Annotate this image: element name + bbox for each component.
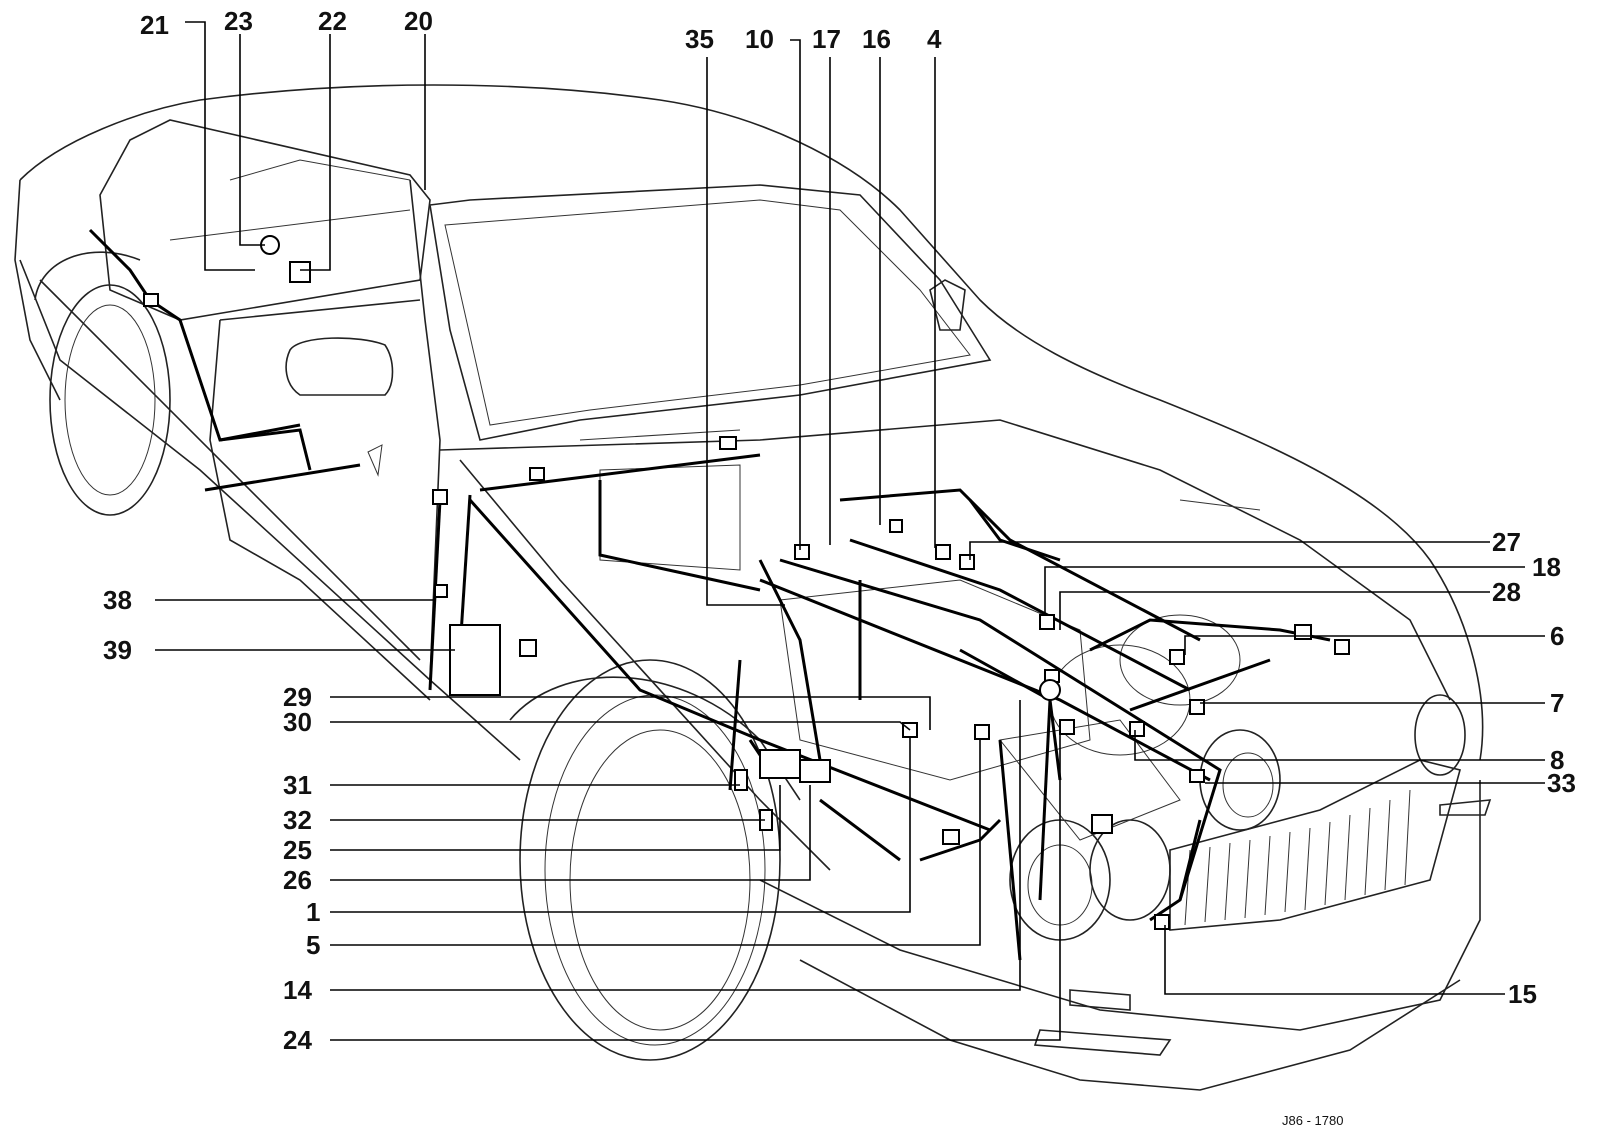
callout-31: 31 (283, 770, 312, 800)
callout-7: 7 (1550, 688, 1564, 718)
callout-10: 10 (745, 24, 774, 54)
wiring-harnesses (88, 228, 1331, 961)
callout-28: 28 (1492, 577, 1521, 607)
callout-14: 14 (283, 975, 312, 1005)
callout-23: 23 (224, 6, 253, 36)
callout-26: 26 (283, 865, 312, 895)
figure-reference: J86 - 1780 (1282, 1113, 1343, 1128)
callout-1: 1 (306, 897, 320, 927)
callout-24: 24 (283, 1025, 312, 1055)
callout-27: 27 (1492, 527, 1521, 557)
callout-labels: 21 23 22 20 35 10 17 16 4 27 18 28 6 7 8… (103, 6, 1576, 1055)
callout-5: 5 (306, 930, 320, 960)
callout-33: 33 (1547, 768, 1576, 798)
callout-16: 16 (862, 24, 891, 54)
callout-21: 21 (140, 10, 169, 40)
callout-39: 39 (103, 635, 132, 665)
grille-bars (1184, 789, 1411, 926)
callout-25: 25 (283, 835, 312, 865)
callout-4: 4 (927, 24, 942, 54)
callout-6: 6 (1550, 621, 1564, 651)
callout-32: 32 (283, 805, 312, 835)
callout-15: 15 (1508, 979, 1537, 1009)
callout-30: 30 (283, 707, 312, 737)
callout-20: 20 (404, 6, 433, 36)
callout-17: 17 (812, 24, 841, 54)
callout-38: 38 (103, 585, 132, 615)
callout-22: 22 (318, 6, 347, 36)
connectors (143, 235, 1350, 930)
callout-29: 29 (283, 682, 312, 712)
callout-18: 18 (1532, 552, 1561, 582)
leader-lines (155, 21, 1545, 1041)
callout-8: 8 (1550, 745, 1564, 775)
callout-35: 35 (685, 24, 714, 54)
